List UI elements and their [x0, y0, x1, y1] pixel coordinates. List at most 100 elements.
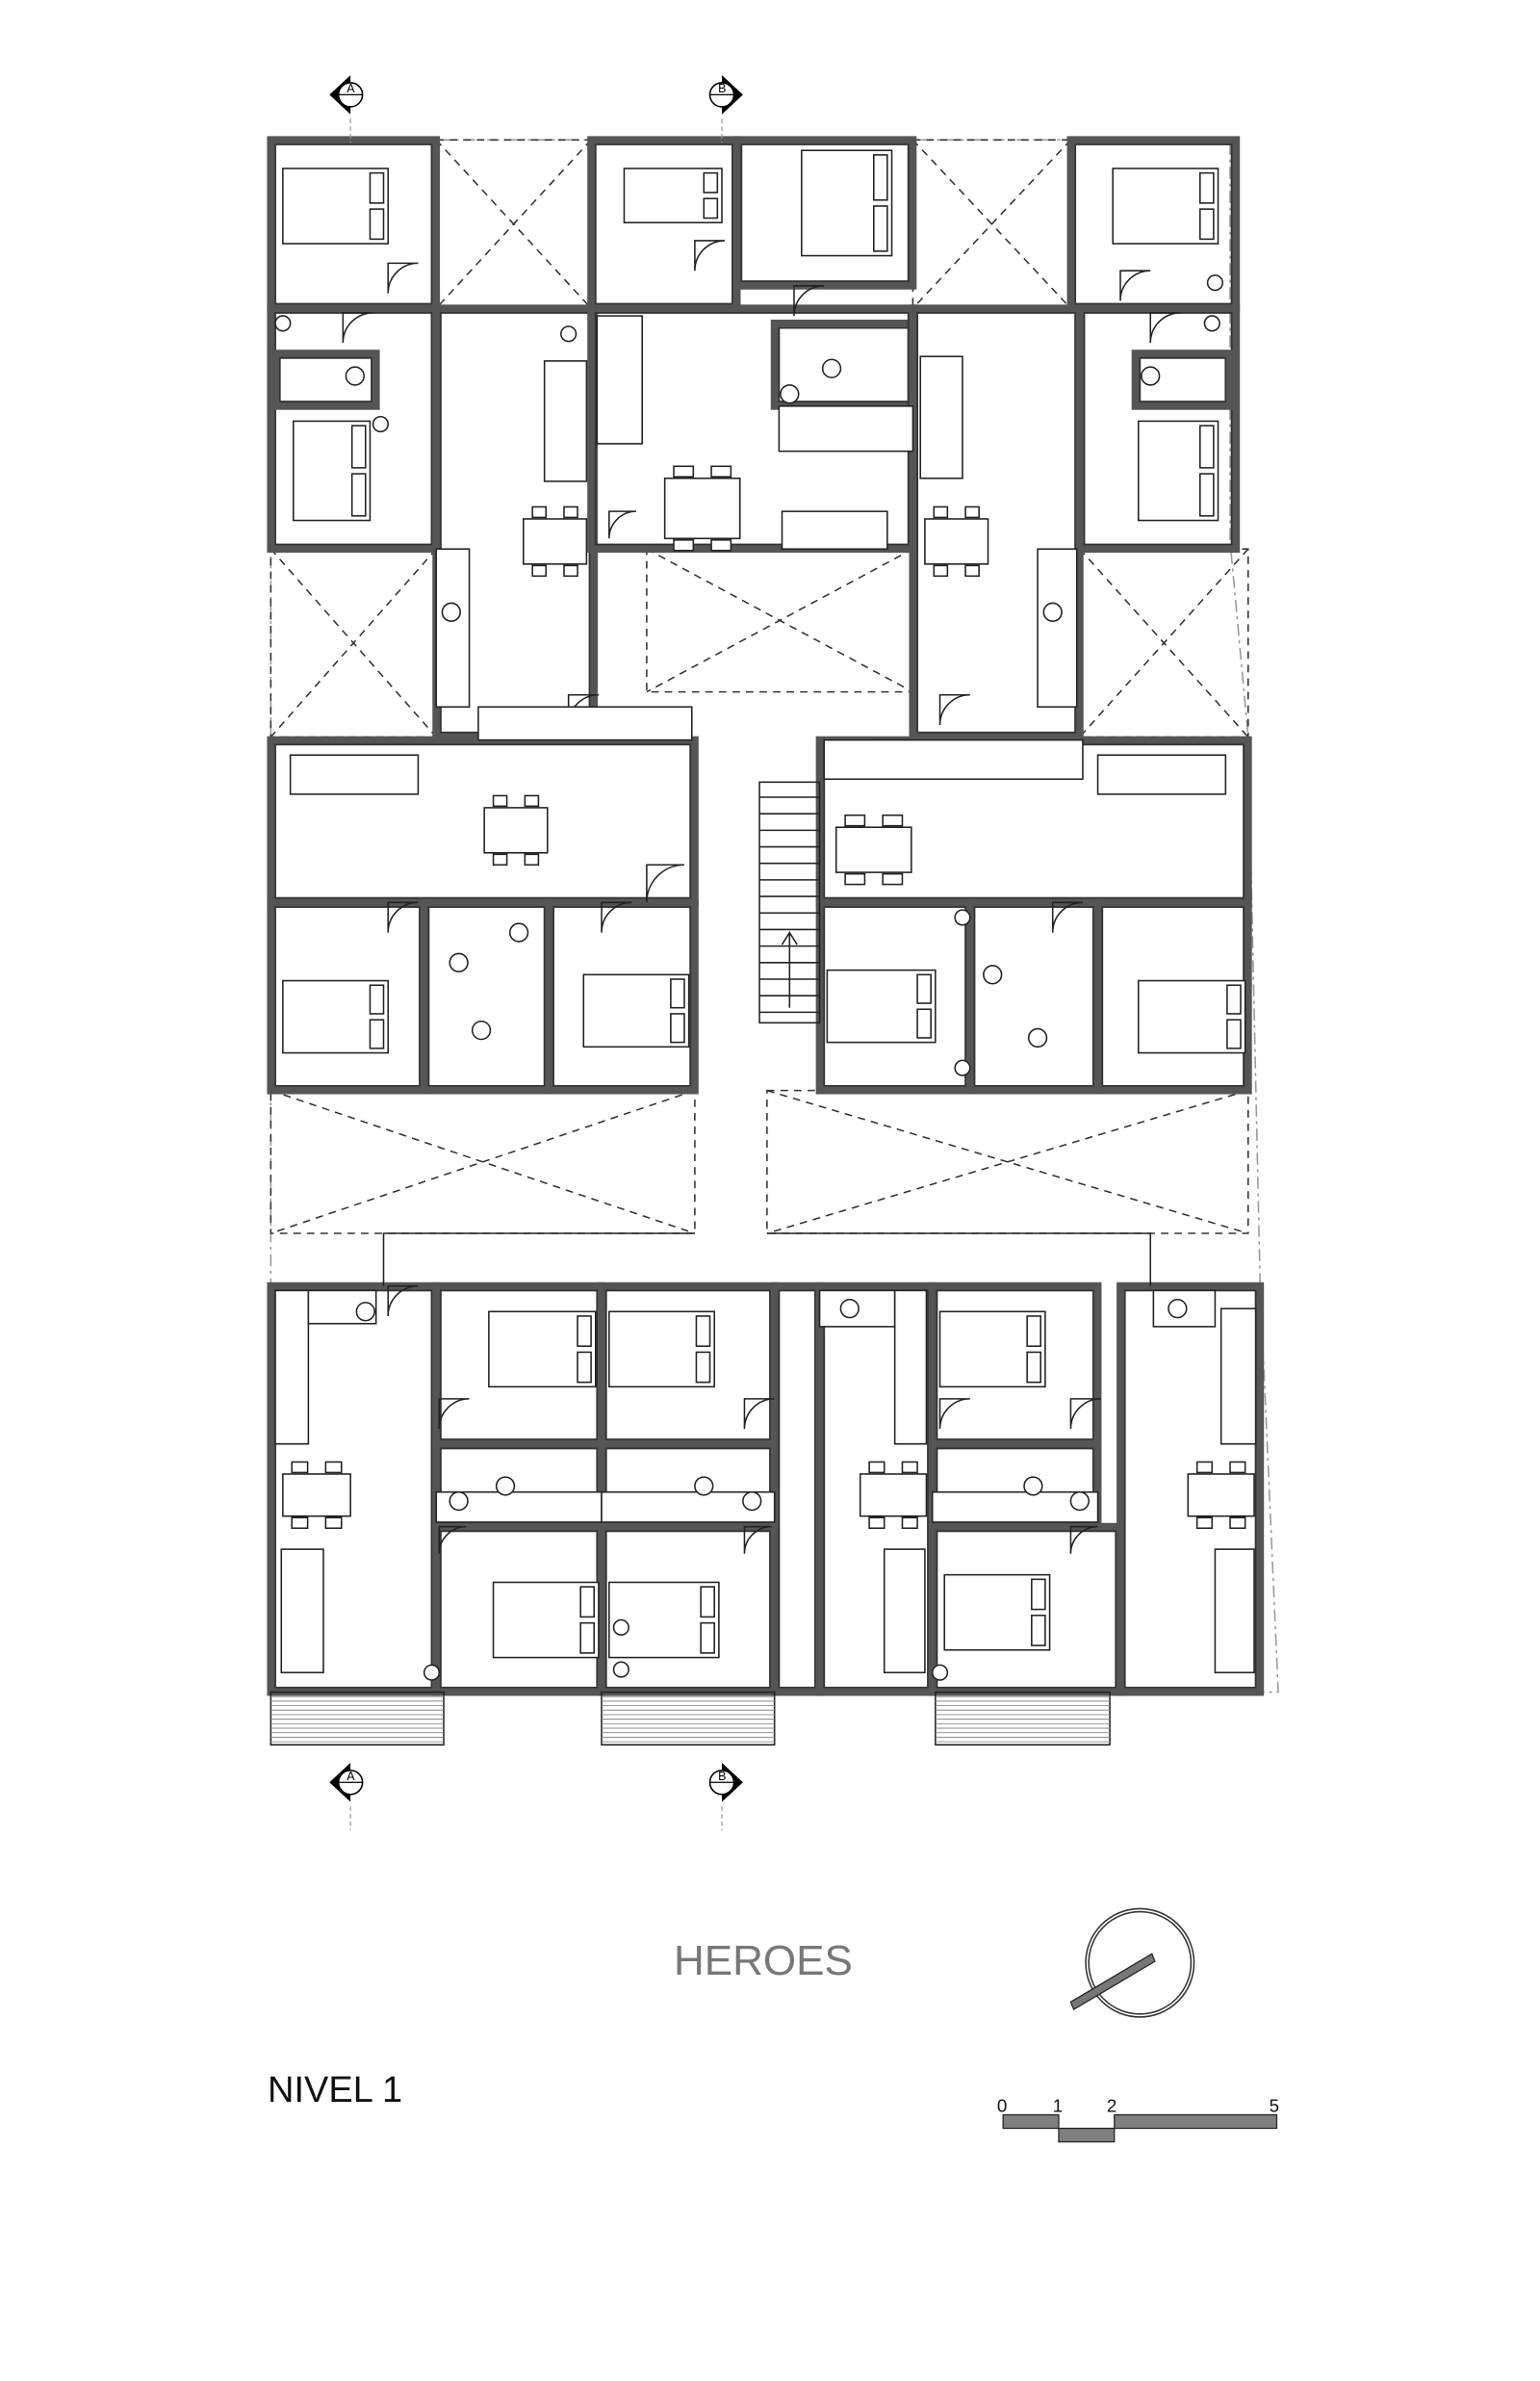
fixture	[839, 1298, 860, 1319]
room-wall	[271, 349, 380, 410]
pillow	[700, 1621, 715, 1654]
fixture	[1168, 1298, 1188, 1319]
staircase	[758, 781, 821, 1024]
stair-arrowhead	[781, 931, 798, 945]
room-wall	[732, 136, 917, 290]
chair	[563, 505, 578, 519]
room-wall-inner	[823, 906, 967, 1087]
round-table	[1206, 274, 1224, 292]
fixture	[495, 1476, 516, 1496]
chair	[933, 505, 949, 519]
pillow	[1026, 1351, 1041, 1384]
door-swing	[438, 1525, 467, 1554]
north-arrow	[1069, 1907, 1195, 2018]
balcony	[601, 1691, 776, 1746]
kitchen-counter	[1037, 548, 1078, 709]
courtyard-diagonal	[1079, 548, 1249, 738]
fixture	[471, 1020, 492, 1041]
chair	[710, 539, 732, 552]
fixture	[821, 358, 842, 378]
scale-tick-1: 1	[1053, 2095, 1063, 2115]
pillow	[670, 978, 685, 1009]
room-wall	[587, 136, 741, 313]
kitchen-counter	[477, 706, 693, 741]
pillow	[700, 1586, 715, 1618]
sofa	[919, 355, 963, 479]
chair	[964, 564, 980, 578]
round-table	[274, 315, 292, 332]
door-swing	[387, 1284, 419, 1316]
pillow	[703, 197, 719, 220]
pillow	[1199, 425, 1215, 469]
chair	[1195, 1461, 1214, 1474]
chair	[901, 1516, 918, 1530]
round-table	[372, 415, 389, 433]
door-swing	[601, 901, 632, 933]
courtyard-diagonal	[270, 1089, 696, 1234]
room-wall-inner	[740, 143, 910, 283]
pillow	[670, 1013, 685, 1044]
room-wall	[420, 898, 553, 1095]
kitchen-counter	[1219, 1307, 1257, 1445]
pillow	[369, 208, 385, 241]
courtyard-diagonal	[435, 139, 592, 309]
pillow	[369, 1019, 385, 1049]
door-swing	[938, 693, 970, 725]
chair	[882, 814, 904, 827]
fixture	[1069, 1490, 1090, 1512]
scale-bar: 0 1 2 5	[997, 2095, 1279, 2143]
chair	[291, 1516, 309, 1530]
kitchen-counter	[823, 738, 1084, 781]
door-swing	[387, 262, 419, 294]
room-wall-inner	[274, 906, 421, 1087]
room-wall	[965, 898, 1102, 1095]
door-swing	[1119, 270, 1151, 301]
sofa	[543, 360, 588, 482]
fixture	[508, 922, 529, 943]
stair-outline	[758, 781, 821, 1024]
dining-table	[834, 826, 912, 873]
kitchen-counter	[274, 1289, 310, 1445]
fixture	[355, 1302, 375, 1322]
pillow	[369, 984, 385, 1015]
chair	[868, 1461, 886, 1474]
door-swing	[1069, 1525, 1098, 1554]
pillow	[695, 1315, 711, 1347]
round-table	[612, 1661, 629, 1678]
door-swing	[646, 864, 684, 903]
dining-table	[523, 518, 588, 565]
fixture	[449, 1490, 469, 1512]
sofa	[1214, 1548, 1255, 1673]
door-swing	[743, 1398, 775, 1430]
fixture	[742, 1490, 762, 1512]
room-wall-inner	[936, 1289, 1094, 1440]
door-swing	[1069, 1398, 1101, 1430]
dining-table	[924, 518, 989, 565]
pillow	[873, 205, 888, 252]
courtyard-diagonal	[646, 548, 913, 693]
door-swing	[694, 240, 726, 272]
balcony	[270, 1691, 445, 1746]
room-wall	[1116, 1281, 1265, 1696]
pillow	[916, 1008, 932, 1039]
section-marker-label: B	[718, 1770, 726, 1783]
kitchen-counter	[778, 405, 914, 453]
room-wall-inner	[604, 1289, 771, 1440]
round-table	[1203, 315, 1220, 332]
kitchen-counter	[893, 1289, 928, 1445]
chair	[1229, 1516, 1246, 1530]
pillow	[703, 171, 719, 194]
pillow	[1031, 1578, 1046, 1611]
section-marker-label: A	[346, 1770, 355, 1783]
chair	[710, 465, 732, 479]
level-label: NIVEL 1	[268, 2070, 403, 2110]
room-wall-inner	[274, 743, 692, 899]
room-wall-inner	[916, 312, 1077, 734]
door-swing	[1149, 312, 1181, 344]
chair	[531, 564, 548, 578]
sofa	[883, 1548, 926, 1673]
chair	[492, 853, 508, 867]
room-wall	[1131, 349, 1234, 410]
chair	[291, 1461, 309, 1474]
pillow	[873, 154, 888, 201]
